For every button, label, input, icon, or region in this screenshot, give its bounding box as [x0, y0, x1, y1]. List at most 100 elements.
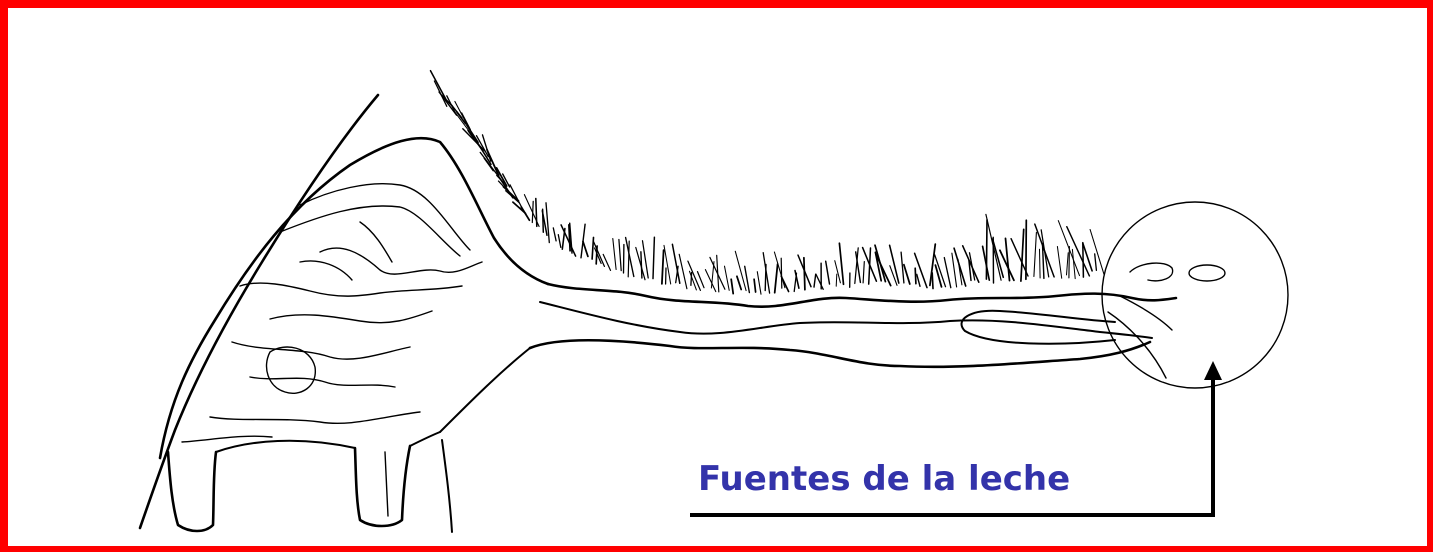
contour-line: [239, 282, 463, 297]
hair-stroke: [903, 263, 911, 285]
hair-stroke: [502, 173, 511, 188]
hair-stroke: [624, 236, 635, 278]
body-rear-line: [441, 439, 453, 533]
hair-stroke: [756, 271, 762, 295]
hair-stroke: [1065, 252, 1069, 276]
contour-line: [249, 376, 396, 388]
contour-line: [359, 221, 393, 263]
contour-line: [181, 435, 273, 443]
hair-stroke: [687, 260, 702, 292]
highlight-circle: [1101, 201, 1289, 389]
hair-stroke: [813, 273, 817, 288]
hair-stroke: [612, 238, 617, 271]
hair-stroke: [1010, 237, 1029, 277]
hair-stroke: [916, 273, 921, 287]
hair-stroke: [803, 256, 806, 291]
hair-stroke: [523, 194, 540, 228]
hair-stroke: [618, 238, 622, 272]
hair-stroke: [690, 271, 693, 286]
hair-stroke: [888, 244, 900, 284]
hair-stroke: [520, 206, 531, 222]
teat-middle-line: [539, 301, 1153, 339]
hair-stroke: [509, 184, 523, 209]
hair-stroke: [968, 259, 972, 282]
hair-stroke: [1057, 220, 1081, 277]
hair-stroke: [652, 236, 656, 280]
hair-stroke: [429, 69, 447, 100]
hair-stroke: [736, 275, 743, 291]
hair-stroke: [981, 245, 991, 281]
teat-top-edge: [546, 282, 1178, 308]
hair-stroke: [1089, 228, 1105, 276]
hair-stroke: [854, 247, 859, 285]
hair-stroke: [862, 261, 865, 284]
hair-stroke: [815, 273, 824, 290]
hair-stroke: [951, 252, 958, 288]
hair-stroke: [1034, 223, 1055, 278]
hair-stroke: [486, 148, 500, 177]
circle-inner-arc: [1119, 295, 1173, 331]
hair-stroke: [678, 253, 688, 290]
hair-stroke: [627, 240, 630, 278]
teat-bottom-edge: [528, 338, 1152, 369]
hair-stroke: [730, 278, 735, 295]
hair-stroke: [661, 249, 665, 285]
hair-stroke: [479, 151, 498, 176]
hair-stroke: [961, 245, 980, 283]
hair-stroke: [568, 223, 571, 252]
hair-stroke: [1094, 253, 1098, 271]
pointer-arrow-line: [690, 378, 1215, 517]
front-teat-outline: [166, 450, 218, 533]
hair-stroke: [545, 202, 550, 244]
hair-stroke: [461, 112, 471, 131]
hair-stroke: [454, 100, 469, 128]
hair-stroke: [541, 209, 548, 237]
gland-internal-contours: [181, 183, 483, 443]
hair-stroke: [474, 139, 492, 166]
hair-stroke: [560, 224, 577, 257]
contour-line: [319, 247, 483, 275]
hair-stroke: [696, 270, 705, 289]
hair-stroke: [593, 247, 602, 264]
milk-source-label: Fuentes de la leche: [698, 459, 1071, 499]
hair-stroke: [557, 234, 562, 249]
hair-stroke: [641, 240, 649, 279]
hair-stroke: [985, 213, 1002, 281]
hair-stroke: [663, 244, 672, 285]
hair-stroke: [504, 190, 520, 204]
teat-tip-curl: [1129, 262, 1174, 282]
contour-line: [299, 183, 471, 251]
hair-stroke: [953, 247, 967, 287]
contour-line: [209, 411, 421, 425]
hair-stroke: [1056, 245, 1063, 279]
body-outline-line: [138, 93, 380, 530]
contour-line: [279, 205, 461, 257]
hair-stroke: [635, 246, 646, 281]
hair-stroke: [1068, 246, 1070, 279]
hair-stroke: [834, 260, 841, 284]
hair-stroke: [934, 254, 947, 288]
hair-stroke: [495, 167, 508, 187]
hair-stroke: [913, 252, 928, 289]
contour-line: [231, 341, 411, 360]
hair-stroke: [591, 236, 595, 260]
hair-stroke: [1071, 248, 1076, 280]
hair-stroke: [929, 243, 937, 287]
gland-lower-edge: [439, 347, 531, 433]
hair-stroke: [1082, 242, 1093, 272]
hair-stroke: [999, 249, 1015, 282]
pointer-arrow-head: [1204, 361, 1222, 380]
hair-stroke: [1033, 231, 1037, 278]
hair-stroke: [934, 264, 943, 288]
body-bottom-line: [409, 431, 441, 447]
hair-stroke: [762, 252, 771, 294]
hair-strokes: [429, 69, 1105, 295]
hair-stroke: [1082, 241, 1085, 278]
circle-inner-arc: [1107, 311, 1167, 379]
hair-stroke: [1041, 242, 1045, 280]
gland-outline: [158, 136, 550, 460]
hair-stroke: [753, 278, 757, 293]
hair-stroke: [688, 270, 697, 291]
hair-stroke: [502, 185, 520, 202]
